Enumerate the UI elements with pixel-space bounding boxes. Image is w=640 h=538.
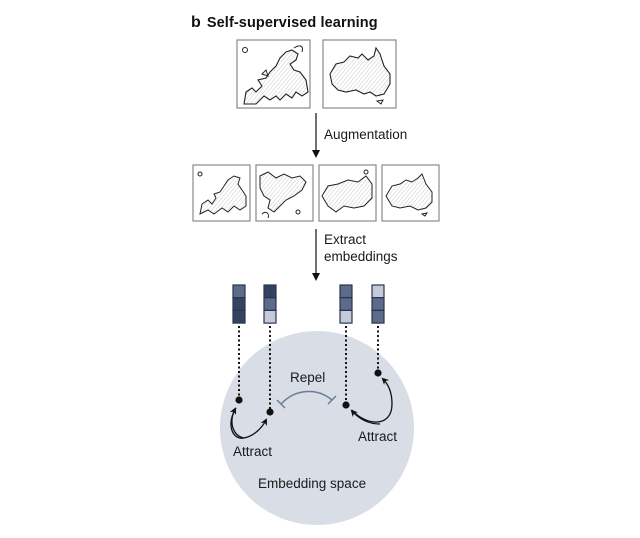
embedding-point-2 (266, 408, 274, 416)
repel-label: Repel (290, 370, 326, 385)
attract-left-label: Attract (233, 444, 273, 459)
embedding-vector-3 (339, 284, 353, 324)
embedding-point-3 (342, 401, 350, 409)
europe-shape (243, 49, 309, 105)
embedding-vector-1 (232, 284, 246, 324)
embedding-cell-medium (263, 297, 277, 312)
attract-right-label: Attract (358, 429, 398, 444)
panel-letter: b (191, 14, 201, 31)
embedding-vector-2 (263, 284, 277, 324)
original-image-australia (322, 39, 397, 109)
repel-connector (276, 390, 337, 409)
embedding-cell-dark (232, 309, 246, 324)
embedding-cell-dark (263, 284, 277, 299)
embedding-cell-medium (232, 284, 246, 299)
embedding-cell-light (371, 284, 385, 299)
embedding-point-1 (235, 396, 243, 404)
embedding-cell-medium (339, 297, 353, 312)
embedding-cell-medium (371, 297, 385, 312)
title-text: Self-supervised learning (206, 15, 378, 31)
embedding-space-label: Embedding space (258, 476, 367, 491)
extract-label-line2: embeddings (324, 249, 398, 264)
attract-arrows-right (350, 377, 393, 425)
original-image-europe (236, 39, 311, 109)
augmented-image-australia-crop (381, 164, 440, 222)
australia-shape (329, 46, 391, 97)
embedding-cell-dark (232, 297, 246, 312)
embedding-cell-medium (339, 284, 353, 299)
embedding-cell-light (339, 309, 353, 324)
augmented-image-europe-rotated (255, 164, 314, 222)
embedding-vector-4 (371, 284, 385, 324)
embedding-cell-medium (371, 309, 385, 324)
augmentation-label: Augmentation (324, 127, 408, 142)
attract-arrows-left (229, 407, 267, 439)
embedding-cell-light (263, 309, 277, 324)
embedding-point-4 (374, 369, 382, 377)
figure-title: b Self-supervised learning (191, 14, 378, 32)
embedding-vectors (232, 284, 385, 324)
augmented-image-australia-distorted (318, 164, 377, 222)
embedding-space-circle (220, 331, 414, 525)
augmented-image-europe-crop (192, 164, 251, 222)
embedding-connectors (238, 326, 379, 410)
extract-label-line1: Extract (324, 232, 367, 247)
